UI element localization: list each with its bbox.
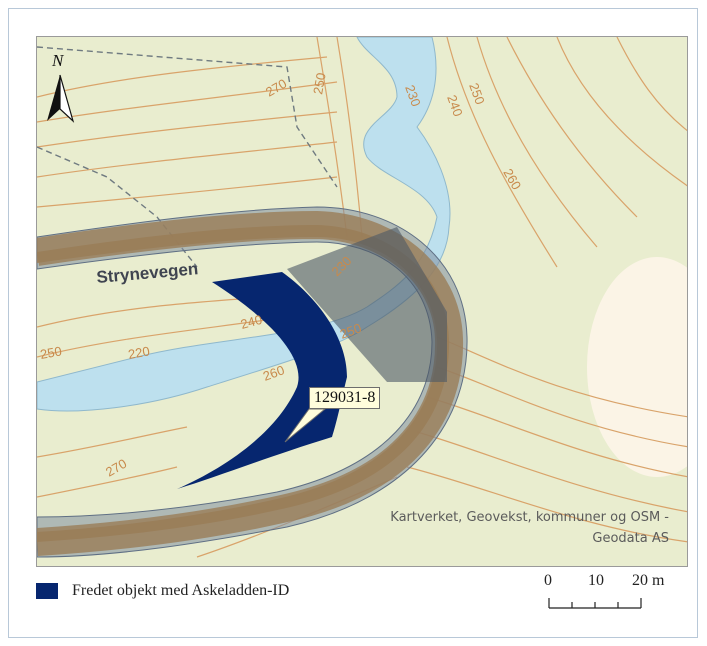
contour-label: 260 xyxy=(261,362,287,384)
scale-bar-graphic xyxy=(548,598,642,609)
north-arrow: N xyxy=(43,51,77,125)
attribution-line: Geodata AS xyxy=(592,531,669,546)
road-body xyxy=(37,210,464,556)
attribution: Kartverket, Geovekst, kommuner og OSM - … xyxy=(349,507,669,549)
scale-tick-label: 10 xyxy=(588,572,604,589)
road-label: Strynevegen xyxy=(96,259,199,287)
legend: Fredet objekt med Askeladden-ID xyxy=(36,578,496,608)
contour-label: 250 xyxy=(338,320,364,342)
attribution-line: Kartverket, Geovekst, kommuner og OSM - xyxy=(390,510,669,525)
contour-label: 240 xyxy=(239,312,264,332)
map-canvas: 270 250 230 240 250 260 230 240 250 220 … xyxy=(37,37,687,558)
legend-swatch xyxy=(36,583,58,599)
buffer-overlay xyxy=(287,227,447,382)
contour-label: 270 xyxy=(263,76,289,100)
clearing-area xyxy=(587,257,687,477)
scale-bar: 0 10 20 m xyxy=(540,572,680,616)
scale-tick-label: 0 xyxy=(544,572,552,589)
object-id-label[interactable]: 129031-8 xyxy=(309,387,381,409)
contour-label: 250 xyxy=(466,81,488,107)
north-arrow-icon xyxy=(47,74,75,123)
contour-label: 220 xyxy=(127,343,151,362)
contour-label: 260 xyxy=(500,166,524,192)
legend-label: Fredet objekt med Askeladden-ID xyxy=(72,582,290,599)
contour-label: 250 xyxy=(310,72,329,96)
contour-label: 230 xyxy=(402,83,424,109)
scale-tick-label: 20 m xyxy=(632,572,665,589)
contour-label: 270 xyxy=(103,456,129,480)
north-label: N xyxy=(52,51,64,70)
map-view[interactable]: 270 250 230 240 250 260 230 240 250 220 … xyxy=(36,36,688,567)
contour-label: 240 xyxy=(444,93,466,119)
contour-label: 250 xyxy=(39,343,63,362)
map-frame xyxy=(8,8,698,638)
protected-object-polygon[interactable] xyxy=(177,272,347,489)
label-leader xyxy=(284,408,327,443)
